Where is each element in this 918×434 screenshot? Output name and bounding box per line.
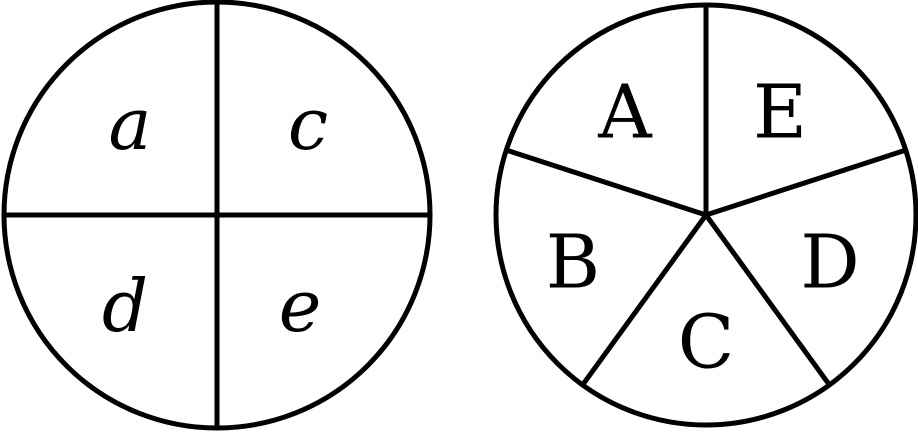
right-section-label-bottom: C <box>678 299 735 385</box>
right-spinner-divider-upper-left <box>505 147 707 218</box>
right-section-label-upper-right: E <box>753 69 807 155</box>
right-spinner-divider-upper-right <box>705 147 907 218</box>
left-section-label-top-right: c <box>288 82 328 166</box>
right-section-label-right: D <box>800 219 859 305</box>
left-section-label-bottom-left: d <box>102 264 148 348</box>
right-section-label-upper-left: A <box>597 69 653 155</box>
right-spinner: A E D C B <box>493 2 918 428</box>
right-spinner-divider-lower-right <box>703 213 832 387</box>
right-section-label-left: B <box>546 219 600 305</box>
right-spinner-divider-lower-left <box>580 213 709 387</box>
left-section-label-bottom-right: e <box>279 264 322 348</box>
left-spinner: a c d e <box>1 0 433 431</box>
left-section-label-top-left: a <box>109 82 152 166</box>
